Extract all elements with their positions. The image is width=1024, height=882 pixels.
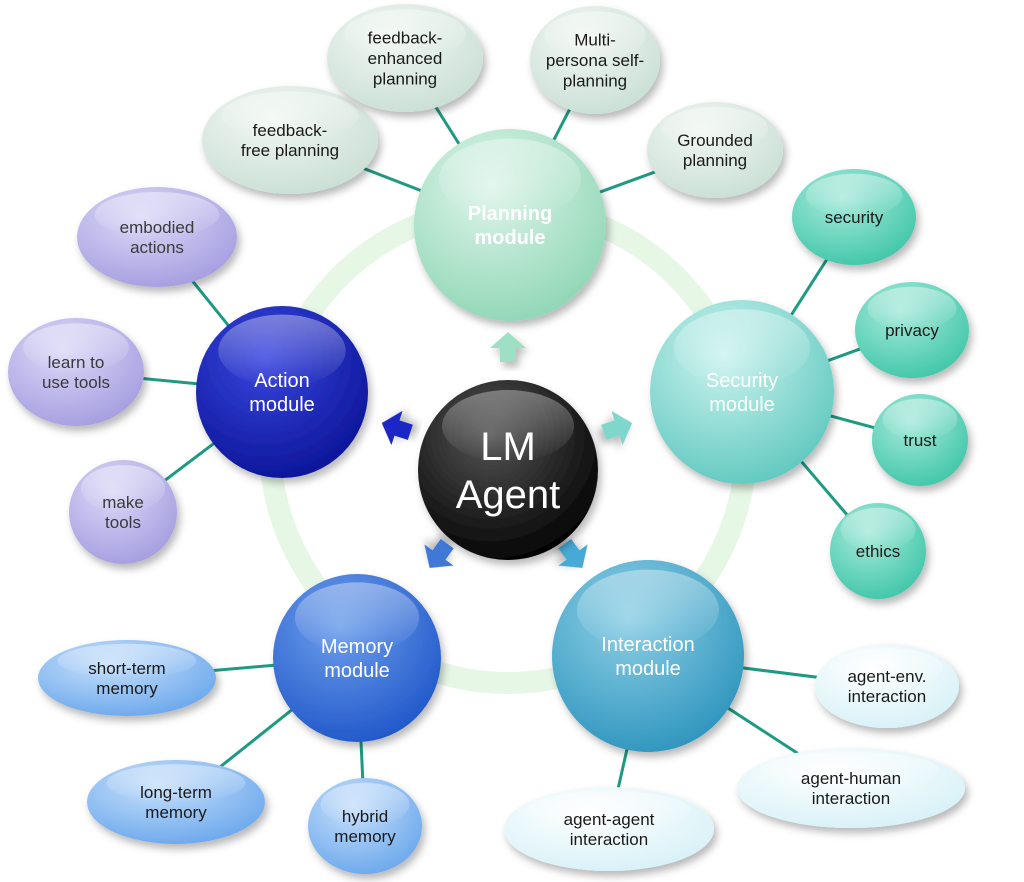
leaf-trust: trust <box>872 394 968 486</box>
arrow-memory <box>424 538 454 568</box>
leaf-gloss <box>840 507 916 551</box>
leaf-multi-persona-self-planning: Multi-persona self-planning <box>530 6 660 114</box>
leaf-gloss <box>320 782 410 827</box>
module-gloss <box>438 138 582 220</box>
leaf-gloss <box>22 323 130 373</box>
leaf-label: agent-env.interaction <box>847 667 926 706</box>
leaf-gloss <box>661 106 769 150</box>
leaf-gloss <box>882 398 958 440</box>
leaf-gloss <box>805 173 903 217</box>
leaf-privacy: privacy <box>855 282 969 378</box>
center-gloss <box>442 390 574 462</box>
module-gloss <box>673 309 811 387</box>
leaf-gloss <box>221 91 359 140</box>
leaf-gloss <box>94 192 220 237</box>
leaf-label: ethics <box>856 542 900 561</box>
module-gloss <box>294 582 420 653</box>
arrow-security <box>601 410 633 446</box>
module-gloss <box>576 569 720 651</box>
leaf-security: security <box>792 169 916 265</box>
leaf-gloss <box>830 648 944 686</box>
leaf-gloss <box>527 791 691 829</box>
arrow-action <box>381 410 413 446</box>
leaf-label: feedback-free planning <box>241 121 339 160</box>
arrow-planning <box>490 332 526 362</box>
leaf-label: privacy <box>885 321 939 340</box>
leaf-feedback-free-planning: feedback-free planning <box>202 86 378 194</box>
arrow-interaction <box>558 538 588 568</box>
leaf-gloss <box>867 286 957 330</box>
leaf-agent-env-interaction: agent-env.interaction <box>815 644 959 728</box>
leaf-gloss <box>80 465 166 512</box>
leaf-label: security <box>825 208 884 227</box>
leaf-gloss <box>106 764 246 802</box>
leaf-gloss <box>344 9 466 58</box>
leaf-label: trust <box>903 431 936 450</box>
leaf-ethics: ethics <box>830 503 926 599</box>
leaf-gloss <box>762 752 940 788</box>
leaf-gloss <box>544 11 646 60</box>
module-gloss <box>218 314 346 387</box>
leaf-label: Multi-persona self-planning <box>546 31 644 91</box>
leaf-gloss <box>57 643 197 679</box>
